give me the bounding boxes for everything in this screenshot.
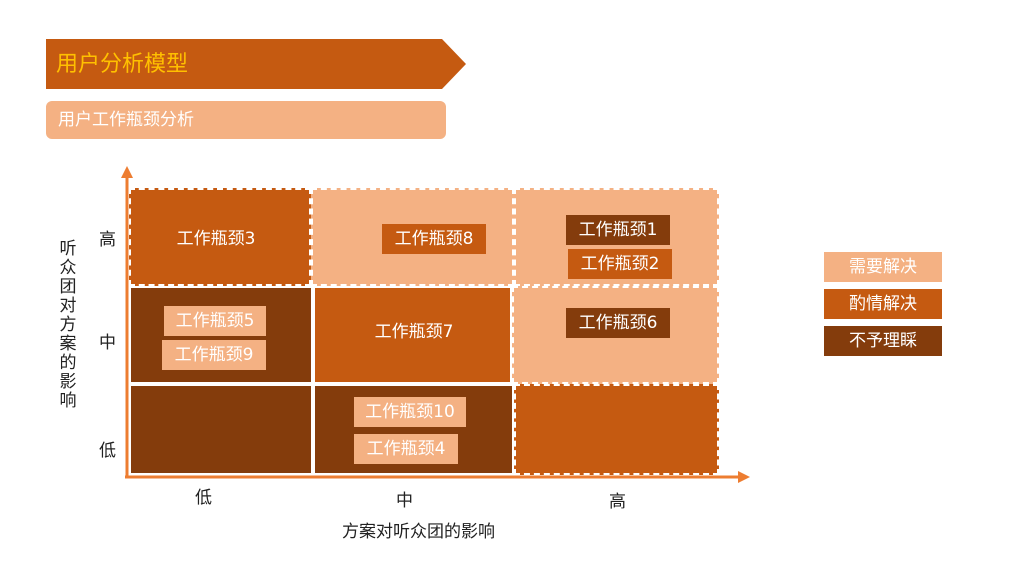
item-label: 工作瓶颈1 <box>566 215 670 245</box>
item-label: 工作瓶颈8 <box>382 224 486 254</box>
legend-need-solve: 需要解决 <box>824 252 942 282</box>
subtitle-bar: 用户工作瓶颈分析 <box>46 101 446 139</box>
item-label: 工作瓶颈9 <box>162 340 266 370</box>
page-title: 用户分析模型 <box>56 52 189 77</box>
matrix-cell-low-high <box>129 188 311 286</box>
item-label: 工作瓶颈7 <box>374 322 454 342</box>
x-axis-arrowhead <box>738 471 750 483</box>
y-tick-label: 高 <box>99 230 116 250</box>
item-label: 工作瓶颈6 <box>566 308 670 338</box>
matrix-cell-low-low <box>129 384 313 475</box>
item-label: 工作瓶颈2 <box>568 249 672 279</box>
x-tick-label: 高 <box>609 492 626 512</box>
y-tick-label: 低 <box>99 441 116 461</box>
subtitle-text: 用户工作瓶颈分析 <box>58 110 194 130</box>
x-tick-label: 低 <box>195 488 212 508</box>
y-tick-label: 中 <box>99 333 116 353</box>
x-tick-label: 中 <box>396 491 413 511</box>
legend-consider-solve: 酌情解决 <box>824 289 942 319</box>
matrix-cell-mid-mid <box>313 286 512 384</box>
matrix-cell-high-low <box>514 384 719 475</box>
title-banner-arrow <box>46 39 466 89</box>
item-label: 工作瓶颈3 <box>176 229 256 249</box>
title-banner: 用户分析模型 <box>46 39 466 89</box>
item-label: 工作瓶颈4 <box>354 434 458 464</box>
y-axis-title: 听众团对方案的影响 <box>59 239 77 411</box>
y-axis-arrowhead <box>121 166 133 178</box>
x-axis-title: 方案对听众团的影响 <box>342 522 495 542</box>
item-label: 工作瓶颈5 <box>164 306 266 336</box>
item-label: 工作瓶颈10 <box>354 397 466 427</box>
legend-ignore: 不予理睬 <box>824 326 942 356</box>
